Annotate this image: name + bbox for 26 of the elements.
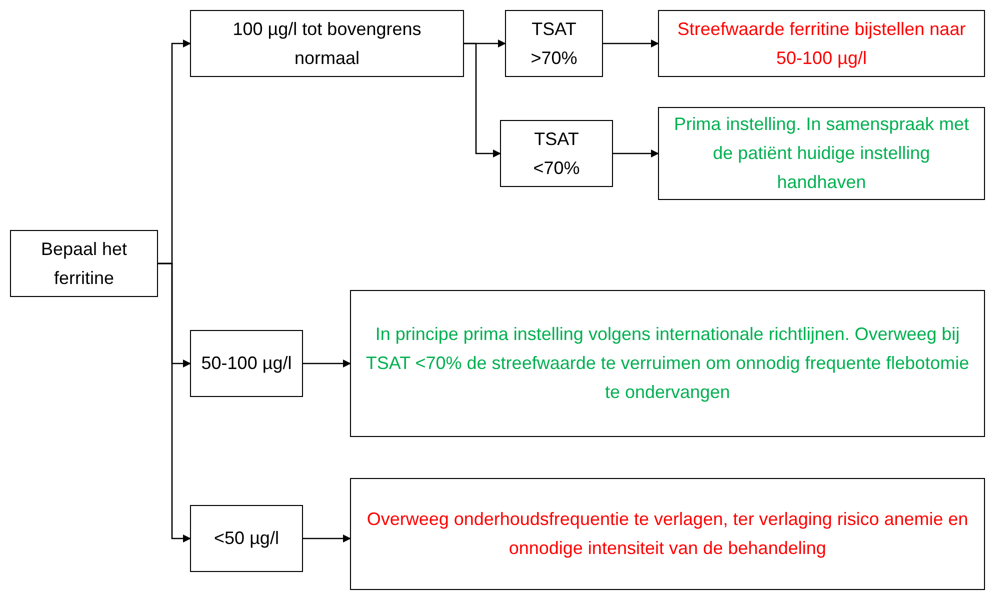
arrow	[603, 40, 659, 48]
process-box	[190, 330, 303, 397]
process-box	[350, 290, 985, 437]
process-box	[350, 478, 985, 590]
process-box	[190, 505, 303, 572]
arrow	[158, 262, 191, 542]
process-box	[505, 10, 603, 77]
process-box	[658, 107, 985, 200]
box-text: Prima instelling. In samenspraak met de patiënt huidige instelling handhaven	[672, 113, 970, 194]
box-text: TSAT <70%	[532, 128, 581, 180]
box-text: TSAT >70%	[530, 18, 578, 70]
process-box	[190, 10, 464, 77]
arrow	[303, 360, 351, 368]
arrow	[464, 42, 501, 158]
box-text: Bepaal het ferritine	[40, 238, 128, 290]
process-box	[500, 120, 613, 187]
process-box	[658, 10, 985, 77]
box-text: 100 µg/l tot bovengrens normaal	[232, 18, 422, 70]
box-text: Streefwaarde ferritine bijstellen naar 50-100 µg/l	[676, 18, 967, 70]
box-text: 50-100 µg/l	[201, 352, 292, 375]
box-text: Overweeg onderhoudsfrequentie te verlagen, ter verlaging risico anemie en onnodige intensiteit van de behandeling	[366, 508, 970, 560]
process-box	[10, 230, 158, 297]
box-text: In principe prima instelling volgens internationale richtlijnen. Overweeg bij TSAT <70% de streefwaarde te verruimen om onnodig frequente flebotomie te ondervangen	[364, 323, 970, 404]
arrow	[613, 150, 659, 158]
box-text: <50 µg/l	[214, 527, 279, 550]
arrow	[303, 534, 351, 542]
